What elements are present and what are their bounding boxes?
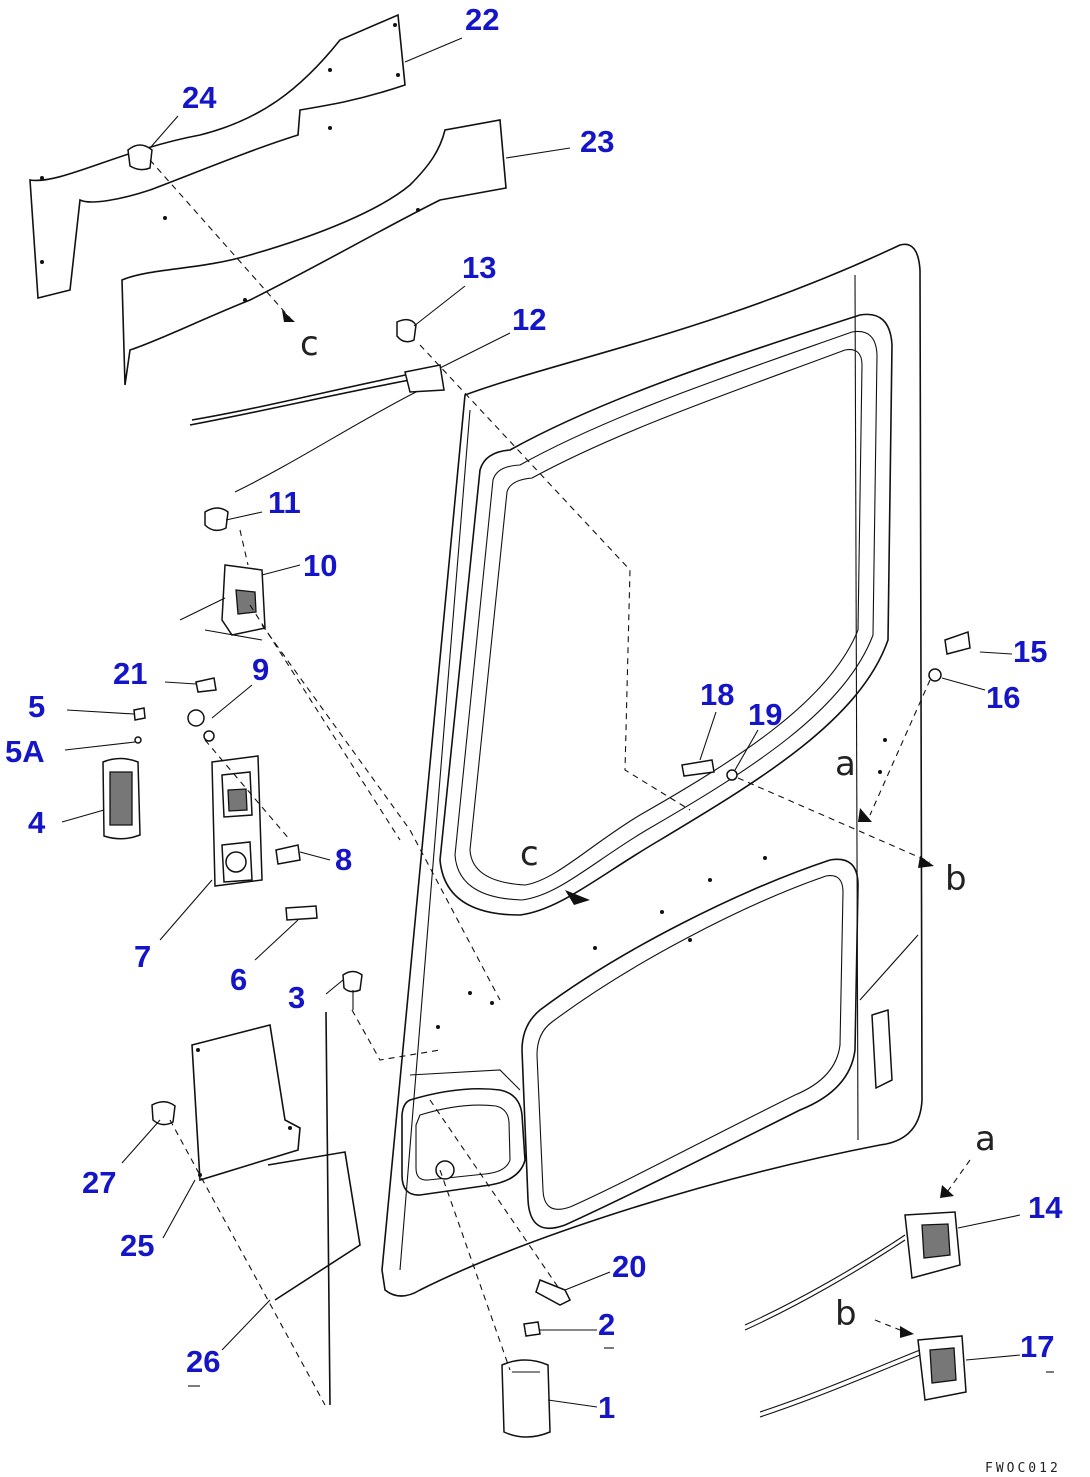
arrow-heads [282, 310, 954, 1338]
leader-lines [61, 37, 1021, 1408]
upper-window [439, 313, 893, 916]
panel-holes [436, 738, 887, 1029]
drawing-code: FWOC012 [985, 1461, 1061, 1476]
knob-8 [275, 844, 301, 865]
callout-27: 27 [82, 1165, 116, 1200]
cover-25 [191, 1024, 301, 1182]
callout-25: 25 [120, 1228, 154, 1263]
callout-16: 16 [986, 680, 1020, 715]
callout-13: 13 [462, 250, 496, 285]
ref-a-panel: a [835, 744, 856, 784]
clip-27 [151, 1101, 176, 1126]
callout-21: 21 [113, 656, 147, 691]
bolt-3 [342, 970, 363, 1010]
callout-17: 17 [1020, 1329, 1054, 1364]
callout-26: 26 [186, 1344, 220, 1379]
bolt-11 [204, 507, 229, 532]
callout-3: 3 [288, 980, 305, 1015]
ref-b-catch: b [835, 1294, 857, 1334]
callout-labels: 22 24 23 13 12 11 10 21 9 5 5A 4 8 7 6 1… [5, 2, 1063, 1425]
callout-6: 6 [230, 962, 247, 997]
ref-a-striker: a [975, 1119, 996, 1159]
callout-1: 1 [598, 1390, 615, 1425]
callout-4: 4 [28, 805, 46, 840]
reference-letters: c c a b a b [300, 324, 996, 1334]
pin-5a [134, 736, 142, 744]
bolt-13 [396, 318, 417, 343]
pin-18 [681, 759, 715, 777]
callout-9: 9 [252, 652, 269, 687]
lower-window [521, 858, 859, 1230]
striker-14 [744, 1211, 961, 1331]
nut-2 [523, 1321, 541, 1337]
callout-19: 19 [748, 697, 782, 732]
latch-rod-12 [189, 364, 445, 493]
assembly-lines [149, 159, 971, 1406]
grip-handle-1 [501, 1359, 551, 1438]
door-side-detail [859, 934, 919, 1090]
callout-23: 23 [580, 124, 614, 159]
door-panel [381, 243, 923, 1297]
callout-22: 22 [465, 2, 499, 37]
clip-21 [195, 677, 217, 693]
catch-17 [759, 1335, 967, 1418]
callout-12: 12 [512, 302, 546, 337]
washer-19 [726, 769, 738, 781]
bracket-plate-7 [211, 755, 263, 887]
callout-7: 7 [134, 939, 151, 974]
callout-2: 2 [598, 1307, 615, 1342]
screw-6 [285, 905, 318, 921]
pin-5 [133, 707, 146, 721]
seal-strip-23 [121, 119, 507, 386]
callout-10: 10 [303, 548, 337, 583]
callout-8: 8 [335, 842, 352, 877]
callout-5a: 5A [5, 734, 45, 769]
washer-16 [928, 668, 942, 682]
screw-15 [944, 630, 971, 655]
inner-handle-4 [102, 757, 141, 840]
seal-strip-22 [29, 13, 406, 300]
ref-c-top: c [300, 324, 319, 364]
lock-assembly-10 [179, 564, 266, 641]
door-handle-recess [401, 1069, 526, 1196]
ref-c-window: c [520, 834, 539, 874]
cover-26 [267, 1011, 361, 1406]
callout-18: 18 [700, 677, 734, 712]
callout-5: 5 [28, 689, 45, 724]
ref-b-panel: b [945, 859, 967, 899]
washer-9 [187, 709, 215, 742]
callout-11: 11 [268, 485, 301, 520]
callout-20: 20 [612, 1249, 646, 1284]
clip-24 [127, 144, 153, 171]
callout-24: 24 [182, 80, 217, 115]
bolt-20 [535, 1279, 572, 1306]
callout-14: 14 [1028, 1190, 1063, 1225]
callout-15: 15 [1013, 634, 1047, 669]
